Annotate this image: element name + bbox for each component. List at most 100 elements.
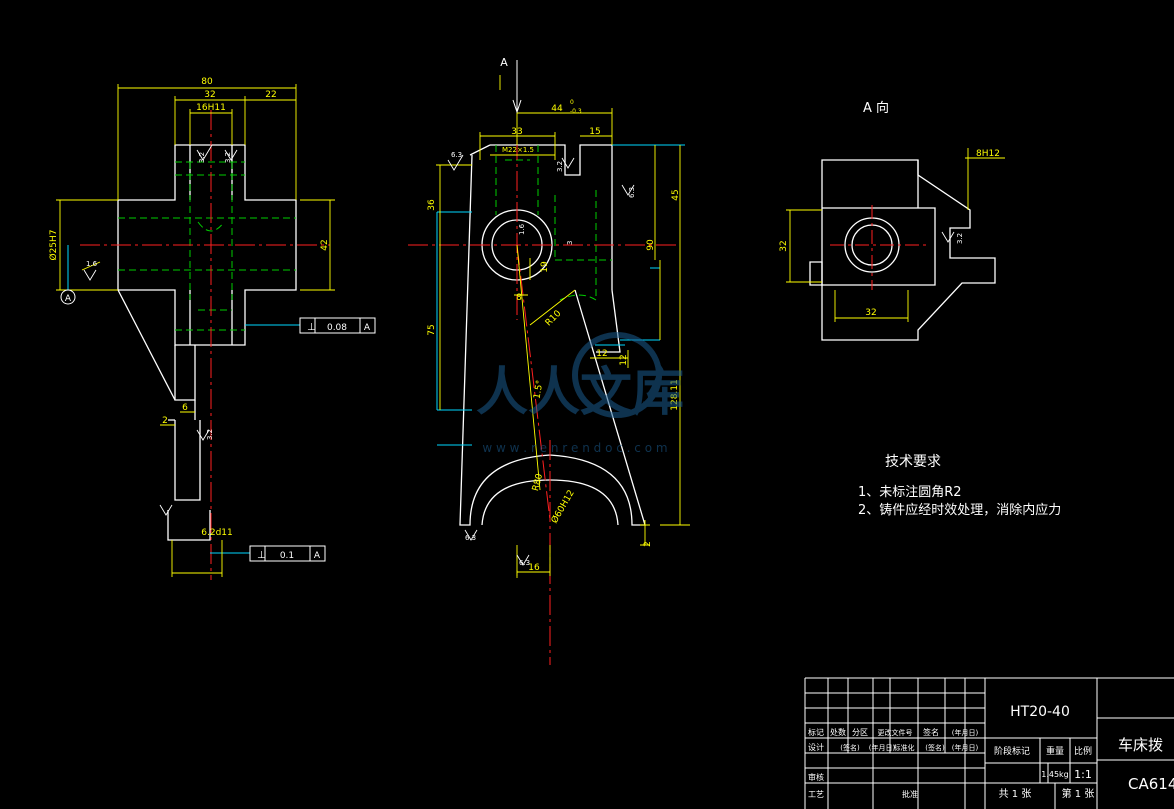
- tb-header-5: (年月日): [952, 728, 979, 737]
- dim-44-upper: 0: [570, 99, 574, 106]
- dim-36: 36: [427, 199, 437, 211]
- dim-44: 44: [551, 104, 563, 114]
- tech-req-item-2: 2、铸件应经时效处理，消除内应力: [858, 502, 1061, 518]
- left-view-roughness-symbols: [83, 144, 238, 516]
- dim-8: 8: [516, 293, 522, 303]
- left-view-dim-lines: [56, 84, 335, 577]
- tb-header-4: 签名: [923, 727, 939, 737]
- rough-front-1: 6.3: [451, 151, 462, 159]
- dim-128: 128.11: [670, 379, 680, 411]
- perp-frame-bottom: [249, 545, 326, 562]
- tb-review-label: 审核: [808, 772, 824, 782]
- tb-scale-value: 1:1: [1074, 768, 1092, 781]
- perp-bottom-symbol: ⊥: [257, 550, 266, 561]
- dim-a-32-vertical: 32: [779, 240, 789, 251]
- perp-top-value: 0.08: [327, 323, 347, 333]
- rough-left-1: 3.2: [198, 152, 206, 163]
- perp-frame-top: [299, 317, 376, 334]
- rough-front-5: 3.2: [556, 161, 564, 172]
- tech-requirements: 技术要求 1、未标注圆角R2 2、铸件应经时效处理，消除内应力: [858, 454, 1061, 518]
- watermark-logo: 人人文库: [476, 363, 684, 423]
- dim-80: 80: [201, 77, 213, 87]
- dim-44-lower: -0.3: [570, 108, 582, 115]
- tb-row2-3: 标准化: [894, 743, 915, 752]
- rough-front-6: 3: [566, 241, 574, 245]
- rough-a-view: 3.2: [956, 233, 964, 244]
- tb-row2-1: (签名): [840, 743, 860, 752]
- dim-15: 15: [589, 127, 600, 137]
- perp-bottom-datum: A: [314, 551, 321, 561]
- tb-weight-value: 1.45kg: [1041, 770, 1069, 779]
- dim-8h12: 8H12: [976, 149, 1000, 159]
- dim-1-5deg: 1.5°: [532, 380, 545, 400]
- dim-a-32-horizontal: 32: [865, 308, 876, 318]
- dim-19: 19: [540, 261, 550, 273]
- tb-header-3: 更改文件号: [878, 728, 913, 737]
- title-block: HT20-40 车床拨 CA6140 标记 处数 分区 更改文件号 签名 (年月…: [804, 677, 1174, 809]
- dim-75: 75: [427, 324, 437, 335]
- rough-front-3: 6.3: [465, 534, 476, 542]
- a-view-title: A 向: [863, 100, 889, 116]
- front-view-arrow: [512, 60, 522, 114]
- perp-top-datum: A: [364, 323, 371, 333]
- left-view-center-lines: [80, 110, 330, 580]
- a-view-center-lines: [830, 205, 930, 290]
- dim-33: 33: [511, 127, 522, 137]
- tb-header-0: 标记: [808, 727, 824, 737]
- dim-16: 16: [528, 563, 540, 573]
- a-view: A 向 8H12 32 32 3.2: [779, 100, 1005, 341]
- tb-header-1: 处数: [830, 727, 846, 737]
- left-view-hidden-lines: [118, 161, 296, 331]
- left-view: A ⊥ 0.08 A ⊥ 0.1 A 80 32 22 16H11 Ø25H7 …: [48, 77, 376, 580]
- tech-req-title: 技术要求: [885, 454, 941, 470]
- rough-front-4: 6.3: [519, 559, 530, 567]
- dim-6: 6: [182, 403, 188, 413]
- watermark-ring: [572, 332, 662, 418]
- tb-stage-label: 阶段标记: [994, 745, 1030, 757]
- watermark-url: w w w . r e n r e n d o c . c o m: [482, 441, 667, 455]
- rough-left-16: 1.6: [86, 260, 98, 268]
- tech-req-item-1: 1、未标注圆角R2: [858, 485, 962, 500]
- datum-a-circle: [60, 289, 76, 305]
- tb-sheet-no: 第 1 张: [1062, 787, 1095, 800]
- left-view-outline: [117, 144, 297, 541]
- title-block-grid: [804, 677, 1174, 809]
- datum-a-label: A: [65, 294, 72, 304]
- title-drawing-no: CA6140: [1128, 775, 1174, 793]
- dim-90: 90: [646, 239, 656, 251]
- dim-2-right: 2: [643, 541, 653, 547]
- dim-42: 42: [320, 239, 330, 250]
- tb-row2-4: (签名): [925, 743, 945, 752]
- front-view-hidden-lines: [495, 145, 612, 301]
- dim-2-left: 2: [162, 416, 168, 426]
- a-view-outline: [809, 159, 996, 341]
- front-view-roughness-symbols: [447, 154, 635, 566]
- tb-weight-label: 重量: [1046, 745, 1064, 757]
- watermark: 人人文库 w w w . r e n r e n d o c . c o m: [476, 332, 684, 455]
- tb-row2-2: (年月日): [869, 743, 896, 752]
- tb-sheets: 共 1 张: [999, 788, 1032, 800]
- rough-front-2: 6.3: [628, 187, 636, 198]
- title-part-name: 车床拨: [1118, 736, 1163, 754]
- dim-dia25h7: Ø25H7: [48, 229, 59, 260]
- a-view-dim-lines: [786, 148, 1005, 322]
- a-view-roughness-symbol: [941, 231, 955, 243]
- dim-m22: M22×1.5: [502, 146, 534, 154]
- front-view: A 44 0 -0.3 33 15 M22×1.5 36 45 90 75 12…: [408, 56, 690, 665]
- rough-front-7: 1.6: [518, 223, 526, 235]
- rough-left-3: 3.2: [206, 429, 214, 440]
- left-view-leaders: [67, 245, 300, 554]
- tb-row2-0: 设计: [808, 742, 824, 752]
- perp-bottom-value: 0.1: [280, 551, 294, 561]
- tb-row2-5: (年月日): [952, 743, 979, 752]
- perp-top-symbol: ⊥: [307, 322, 316, 333]
- tb-header-2: 分区: [852, 728, 868, 737]
- dim-32: 32: [204, 90, 215, 100]
- dim-22: 22: [265, 90, 276, 100]
- dim-16h11: 16H11: [196, 103, 226, 113]
- title-material: HT20-40: [1010, 704, 1070, 720]
- tb-process-label: 工艺: [808, 790, 824, 799]
- dim-r80: R80: [531, 472, 545, 492]
- front-view-dim-lines: [436, 75, 690, 578]
